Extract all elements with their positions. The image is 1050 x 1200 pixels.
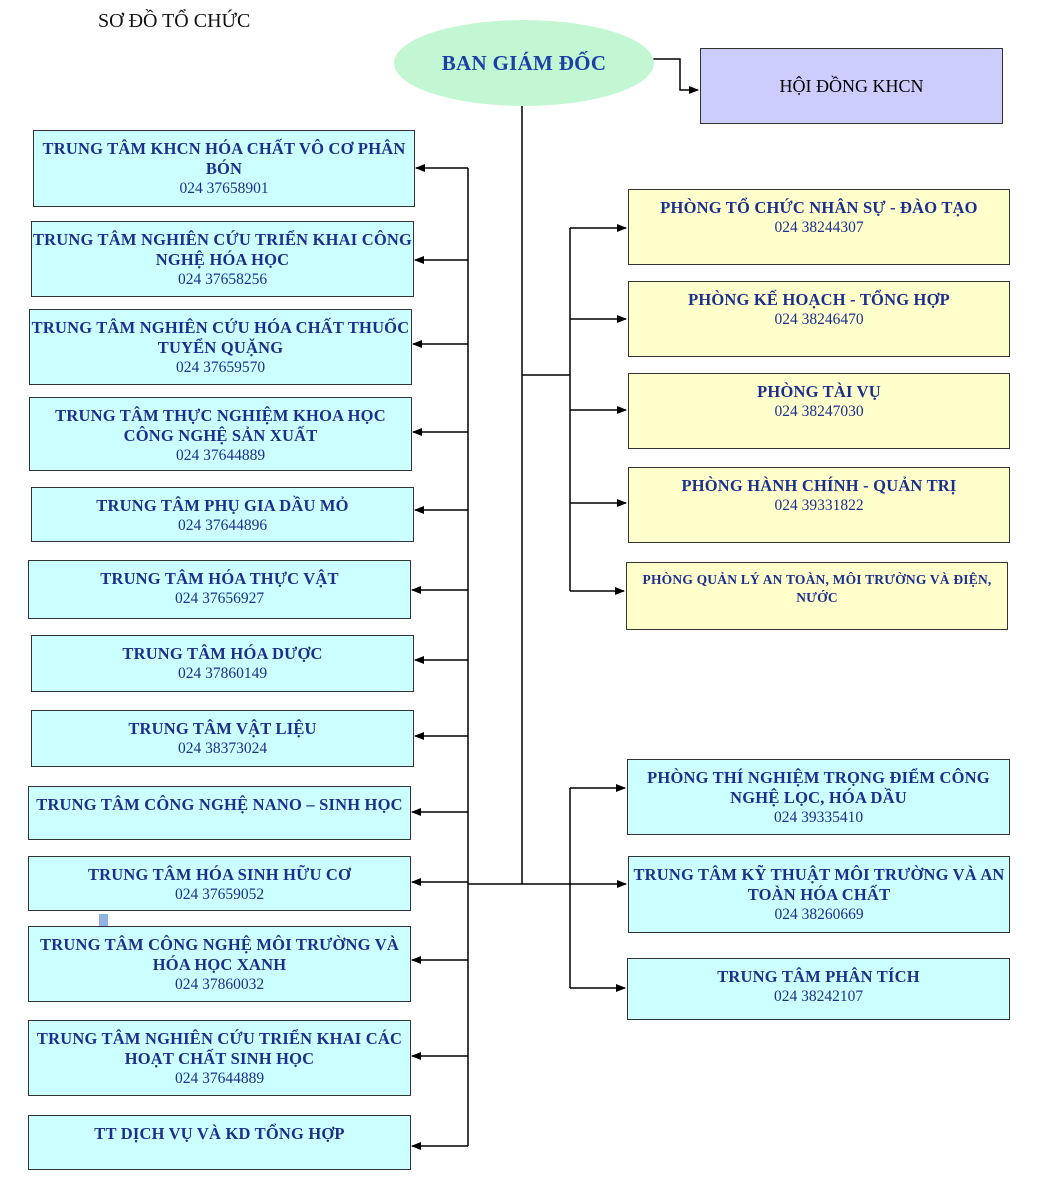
unit-phone: 024 37860149 (177, 665, 268, 682)
right-office-box[interactable]: PHÒNG TÀI VỤ 024 38247030 (628, 373, 1010, 449)
right-office-box[interactable]: PHÒNG HÀNH CHÍNH - QUẢN TRỊ 024 39331822 (628, 467, 1010, 543)
selection-marker (99, 914, 108, 926)
center-phone: 024 38242107 (773, 988, 864, 1005)
left-unit-box[interactable]: TRUNG TÂM THỰC NGHIỆM KHOA HỌC CÔNG NGHỆ… (29, 397, 412, 471)
unit-phone: 024 37860032 (174, 976, 265, 993)
left-unit-box[interactable]: TRUNG TÂM HÓA THỰC VẬT 024 37656927 (28, 560, 411, 619)
right-center-box[interactable]: PHÒNG THÍ NGHIỆM TRỌNG ĐIỂM CÔNG NGHỆ LỌ… (627, 759, 1010, 835)
council-label: HỘI ĐỒNG KHCN (779, 75, 924, 96)
unit-title: TRUNG TÂM HÓA THỰC VẬT (100, 569, 339, 588)
unit-title: TRUNG TÂM PHỤ GIA DẦU MỎ (96, 496, 349, 515)
right-office-box[interactable]: PHÒNG TỔ CHỨC NHÂN SỰ - ĐÀO TẠO 024 3824… (628, 189, 1010, 265)
unit-phone: 024 37644889 (174, 1070, 265, 1087)
left-unit-box[interactable]: TRUNG TÂM NGHIÊN CỨU HÓA CHẤT THUỐC TUYỂ… (29, 309, 412, 385)
office-title: PHÒNG TÀI VỤ (757, 382, 881, 401)
unit-title: TRUNG TÂM NGHIÊN CỨU HÓA CHẤT THUỐC TUYỂ… (31, 318, 410, 357)
left-unit-box[interactable]: TRUNG TÂM PHỤ GIA DẦU MỎ 024 37644896 (31, 487, 414, 542)
council-node[interactable]: HỘI ĐỒNG KHCN (700, 48, 1003, 124)
office-title: PHÒNG KẾ HOẠCH - TỔNG HỢP (688, 290, 950, 309)
office-title: PHÒNG TỔ CHỨC NHÂN SỰ - ĐÀO TẠO (660, 198, 978, 217)
left-unit-box[interactable]: TRUNG TÂM NGHIÊN CỨU TRIỂN KHAI CÁC HOẠT… (28, 1020, 411, 1096)
unit-title: TT DỊCH VỤ VÀ KD TỔNG HỢP (94, 1124, 345, 1143)
center-title: TRUNG TÂM PHÂN TÍCH (717, 967, 920, 986)
unit-title: TRUNG TÂM CÔNG NGHỆ NANO – SINH HỌC (36, 795, 403, 814)
unit-phone: 024 38373024 (177, 740, 268, 757)
unit-title: TRUNG TÂM THỰC NGHIỆM KHOA HỌC CÔNG NGHỆ… (55, 406, 386, 445)
page-title: SƠ ĐỒ TỔ CHỨC (98, 10, 251, 32)
office-phone: 024 38247030 (774, 403, 864, 420)
left-unit-box[interactable]: TRUNG TÂM VẬT LIỆU 024 38373024 (31, 710, 414, 767)
office-phone: 024 38246470 (774, 311, 864, 328)
unit-phone: 024 37644889 (175, 447, 266, 464)
unit-phone: 024 37659570 (175, 359, 266, 376)
right-office-box[interactable]: PHÒNG KẾ HOẠCH - TỔNG HỢP 024 38246470 (628, 281, 1010, 357)
unit-phone: 024 37659052 (174, 886, 265, 903)
left-unit-box[interactable]: TRUNG TÂM CÔNG NGHỆ NANO – SINH HỌC (28, 786, 411, 840)
director-node[interactable]: BAN GIÁM ĐỐC (394, 20, 654, 106)
right-center-box[interactable]: TRUNG TÂM KỸ THUẬT MÔI TRƯỜNG VÀ AN TOÀN… (628, 856, 1010, 933)
office-title: PHÒNG HÀNH CHÍNH - QUẢN TRỊ (681, 476, 957, 495)
left-unit-box[interactable]: TRUNG TÂM CÔNG NGHỆ MÔI TRƯỜNG VÀ HÓA HỌ… (28, 926, 411, 1002)
center-phone: 024 38260669 (774, 906, 864, 923)
right-center-box[interactable]: TRUNG TÂM PHÂN TÍCH 024 38242107 (627, 958, 1010, 1020)
office-phone: 024 38244307 (774, 219, 864, 236)
left-unit-box[interactable]: TRUNG TÂM HÓA SINH HỮU CƠ 024 37659052 (28, 856, 411, 911)
unit-title: TRUNG TÂM HÓA DƯỢC (122, 644, 323, 663)
center-title: TRUNG TÂM KỸ THUẬT MÔI TRƯỜNG VÀ AN TOÀN… (633, 865, 1005, 904)
left-unit-box[interactable]: TRUNG TÂM NGHIÊN CỨU TRIỂN KHAI CÔNG NGH… (31, 221, 414, 297)
unit-phone: 024 37658901 (179, 180, 269, 197)
director-label: BAN GIÁM ĐỐC (441, 50, 607, 75)
unit-title: TRUNG TÂM KHCN HÓA CHẤT VÔ CƠ PHÂN BÓN (42, 139, 406, 178)
left-unit-box[interactable]: TT DỊCH VỤ VÀ KD TỔNG HỢP (28, 1115, 411, 1170)
center-phone: 024 39335410 (773, 809, 864, 826)
unit-phone: 024 37658256 (177, 271, 268, 288)
center-title: PHÒNG THÍ NGHIỆM TRỌNG ĐIỂM CÔNG NGHỆ LỌ… (647, 768, 990, 807)
office-title: PHÒNG QUẢN LÝ AN TOÀN, MÔI TRƯỜNG VÀ ĐIỆ… (642, 572, 992, 605)
left-unit-box[interactable]: TRUNG TÂM HÓA DƯỢC 024 37860149 (31, 635, 414, 692)
right-office-box[interactable]: PHÒNG QUẢN LÝ AN TOÀN, MÔI TRƯỜNG VÀ ĐIỆ… (626, 562, 1008, 630)
unit-title: TRUNG TÂM VẬT LIỆU (128, 719, 317, 738)
unit-title: TRUNG TÂM HÓA SINH HỮU CƠ (87, 865, 352, 884)
left-unit-box[interactable]: TRUNG TÂM KHCN HÓA CHẤT VÔ CƠ PHÂN BÓN 0… (33, 130, 415, 207)
unit-title: TRUNG TÂM NGHIÊN CỨU TRIỂN KHAI CÁC HOẠT… (36, 1029, 403, 1068)
office-phone: 024 39331822 (774, 497, 864, 514)
unit-phone: 024 37656927 (174, 590, 265, 607)
unit-title: TRUNG TÂM CÔNG NGHỆ MÔI TRƯỜNG VÀ HÓA HỌ… (40, 935, 399, 974)
unit-title: TRUNG TÂM NGHIÊN CỨU TRIỂN KHAI CÔNG NGH… (32, 230, 413, 269)
unit-phone: 024 37644896 (177, 517, 268, 534)
